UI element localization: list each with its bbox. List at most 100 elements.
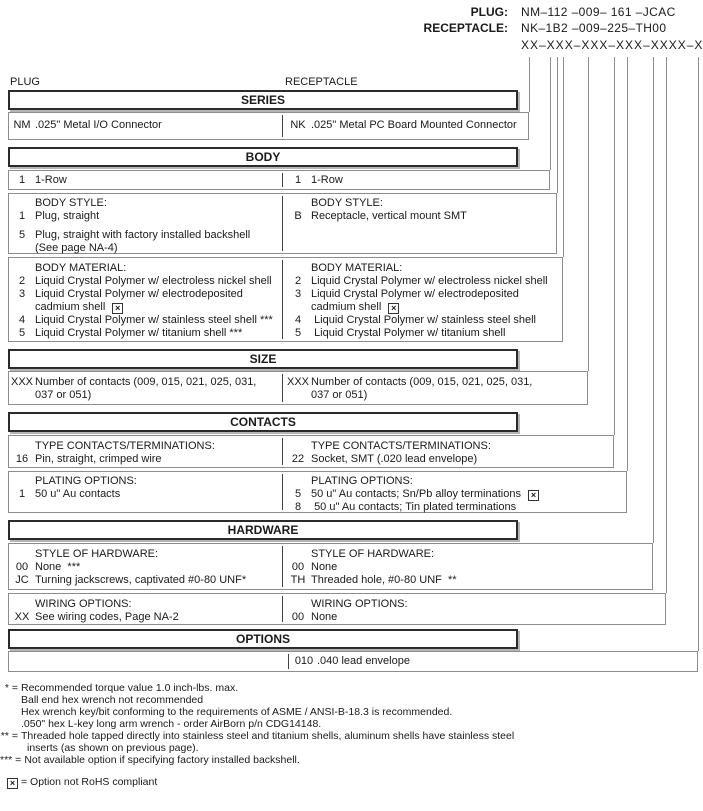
series-plug-column: NM .025" Metal I/O Connector (9, 113, 281, 139)
footnote-line: Ball end hex wrench not recommended (0, 694, 698, 706)
footnote-marker: * = (4, 682, 18, 694)
plug-part-number-label: PLUG: (470, 5, 508, 19)
option-desc: 50 u" Au contacts (35, 488, 121, 500)
option-code: 010 (294, 655, 314, 667)
list-item: 1 1-Row (9, 174, 281, 187)
option-desc: .025" Metal PC Board Mounted Connector (311, 119, 517, 131)
connector-line (588, 57, 589, 371)
connector-line (529, 57, 530, 112)
list-item: XXX Number of contacts (009, 015, 021, 0… (285, 376, 585, 389)
receptacle-part-number-value: NK–1B2 –009–225–TH00 (521, 21, 667, 35)
list-item: 22 Socket, SMT (.020 lead envelope) (285, 453, 611, 466)
option-desc: Number of contacts (009, 015, 021, 025, … (311, 376, 533, 388)
column-divider (282, 596, 283, 622)
column-divider (282, 474, 283, 510)
plug-part-number-value: NM–112 –009– 161 –JCAC (521, 5, 676, 19)
connector-line (627, 57, 628, 471)
option-desc: 037 or 051) (35, 389, 92, 401)
option-code: 8 (294, 501, 302, 513)
sub-header-label: BODY MATERIAL: (311, 262, 403, 274)
not-rohs-icon: × (112, 303, 124, 314)
option-code: 3 (18, 288, 26, 300)
contact-type-row: TYPE CONTACTS/TERMINATIONS: 16 Pin, stra… (8, 435, 614, 468)
list-item: XXX Number of contacts (009, 015, 021, 0… (9, 376, 281, 389)
option-desc: Liquid Crystal Polymer w/ stainless stee… (35, 314, 273, 326)
option-code: 1 (18, 488, 26, 500)
option-code: 00 (15, 561, 29, 573)
option-desc: 50 u" Au contacts; Sn/Pb alloy terminati… (311, 488, 521, 500)
option-desc: Plug, straight (35, 210, 100, 222)
body-row-plug-column: 1 1-Row (9, 171, 281, 189)
list-item-continuation: (See page NA-4) (9, 242, 281, 255)
list-item: 4 Liquid Crystal Polymer w/ stainless st… (9, 314, 281, 327)
list-item: 00 None *** (9, 561, 281, 574)
sub-header-label: PLATING OPTIONS: (311, 475, 413, 487)
part-number-mask: XX–XXX–XXX–XXX–XXXX–XXX (521, 38, 703, 52)
option-desc: cadmium shell (35, 301, 106, 313)
list-item: 1 Plug, straight (9, 210, 281, 223)
list-item: 4 Liquid Crystal Polymer w/ stainless st… (285, 314, 560, 327)
sub-section-header: TYPE CONTACTS/TERMINATIONS: (9, 440, 281, 453)
list-item: NM .025" Metal I/O Connector (9, 119, 281, 132)
list-item: 00 None (285, 561, 650, 574)
connector-line (698, 57, 699, 651)
option-desc: Liquid Crystal Polymer w/ titanium shell… (35, 327, 243, 339)
contacts-section-header: CONTACTS (8, 412, 518, 432)
column-divider (282, 374, 283, 402)
list-item: TH Threaded hole, #0-80 UNF ** (285, 574, 650, 587)
option-desc: Liquid Crystal Polymer w/ titanium shell (311, 327, 506, 339)
footnote-line: .050" hex L-key long arm wrench - order … (0, 718, 698, 730)
list-item: 16 Pin, straight, crimped wire (9, 453, 281, 466)
rohs-legend: × = Option not RoHS compliant (0, 776, 698, 789)
not-rohs-icon: × (527, 490, 539, 501)
body-style-receptacle-column: BODY STYLE: B Receptacle, vertical mount… (285, 194, 554, 253)
option-desc: (See page NA-4) (35, 242, 118, 254)
list-item-continuation: 037 or 051) (9, 389, 281, 402)
connector-line (666, 57, 667, 593)
option-code: 16 (15, 453, 29, 465)
footnote-line: ** = Threaded hole tapped directly into … (0, 730, 698, 742)
sub-header-label: STYLE OF HARDWARE: (35, 548, 159, 560)
option-desc: .040 lead envelope (317, 655, 410, 667)
sub-header-label: TYPE CONTACTS/TERMINATIONS: (311, 440, 491, 452)
plating-plug-column: PLATING OPTIONS: 1 50 u" Au contacts (9, 472, 281, 512)
option-desc: None *** (35, 561, 81, 573)
footnote-text: Threaded hole tapped directly into stain… (21, 730, 515, 742)
wiring-options-row: WIRING OPTIONS: XX See wiring codes, Pag… (8, 593, 666, 625)
body-material-plug-column: BODY MATERIAL: 2 Liquid Crystal Polymer … (9, 258, 281, 341)
option-desc: Number of contacts (009, 015, 021, 025, … (35, 376, 257, 388)
options-section-header: OPTIONS (8, 629, 518, 649)
size-plug-column: XXX Number of contacts (009, 015, 021, 0… (9, 372, 281, 404)
option-code: 4 (18, 314, 26, 326)
options-row: 010 .040 lead envelope (8, 651, 698, 672)
option-desc: Liquid Crystal Polymer w/ electrodeposit… (311, 288, 519, 300)
list-item: XX See wiring codes, Page NA-2 (9, 611, 281, 624)
body-row-receptacle-column: 1 1-Row (285, 171, 547, 189)
option-desc: 50 u" Au contacts; Tin plated terminatio… (311, 501, 517, 513)
option-code: 5 (294, 327, 302, 339)
option-desc: Socket, SMT (.020 lead envelope) (311, 453, 478, 465)
body-row-count-row: 1 1-Row 1 1-Row (8, 170, 550, 190)
option-desc: Liquid Crystal Polymer w/ electrodeposit… (35, 288, 243, 300)
list-item: 2 Liquid Crystal Polymer w/ electroless … (285, 275, 560, 288)
list-item-continuation: 037 or 051) (285, 389, 585, 402)
receptacle-column-label: RECEPTACLE (285, 76, 358, 88)
size-section-header: SIZE (8, 349, 518, 369)
sub-section-header: STYLE OF HARDWARE: (285, 548, 650, 561)
column-divider (288, 654, 289, 669)
size-row: XXX Number of contacts (009, 015, 021, 0… (8, 371, 588, 405)
option-desc: cadmium shell (311, 301, 382, 313)
size-receptacle-column: XXX Number of contacts (009, 015, 021, 0… (285, 372, 585, 404)
body-section-header: BODY (8, 147, 518, 167)
option-code: 1 (18, 174, 26, 186)
footnote-text: inserts (as shown on previous page). (27, 742, 199, 754)
sub-section-header: PLATING OPTIONS: (285, 475, 624, 488)
wiring-plug-column: WIRING OPTIONS: XX See wiring codes, Pag… (9, 594, 281, 624)
option-desc: Plug, straight with factory installed ba… (35, 229, 251, 241)
sub-section-header: TYPE CONTACTS/TERMINATIONS: (285, 440, 611, 453)
list-item-continuation: cadmium shell × (9, 301, 281, 314)
option-desc: 037 or 051) (311, 389, 368, 401)
sub-header-label: TYPE CONTACTS/TERMINATIONS: (35, 440, 215, 452)
plating-receptacle-column: PLATING OPTIONS: 5 50 u" Au contacts; Sn… (285, 472, 624, 513)
option-desc: Liquid Crystal Polymer w/ electroless ni… (311, 275, 548, 287)
